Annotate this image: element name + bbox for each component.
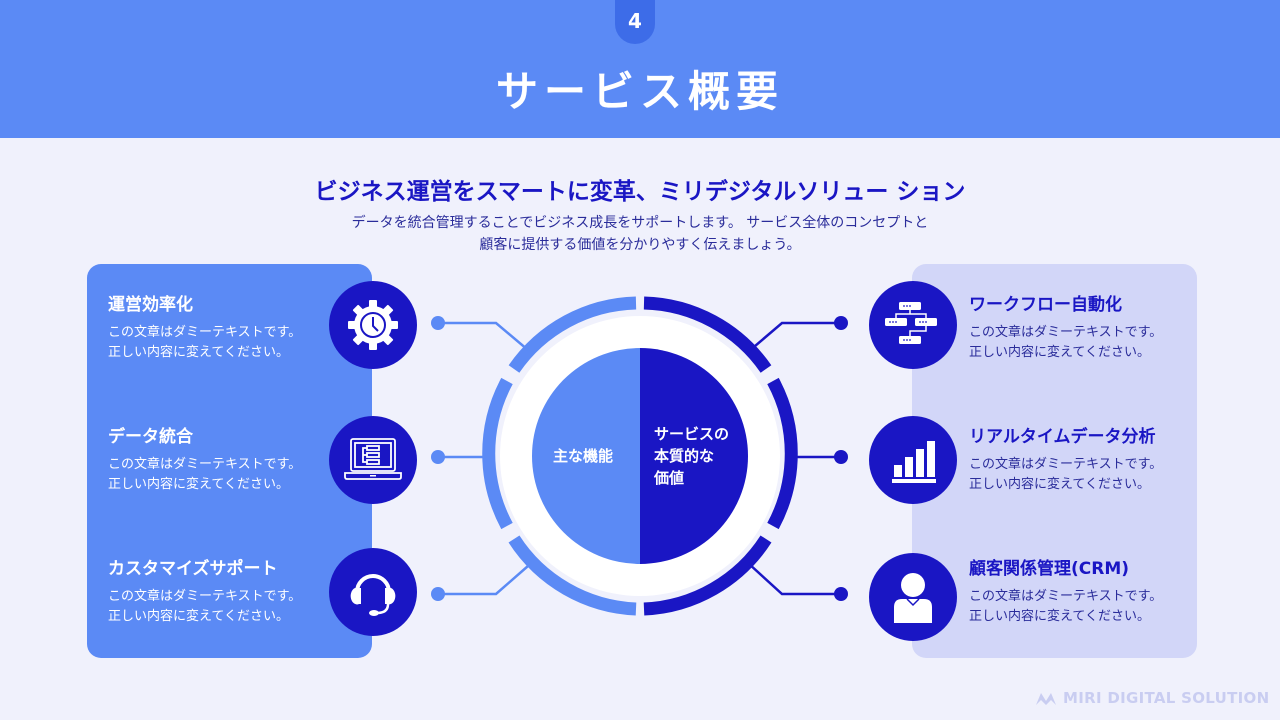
value-text-line-1: この文章はダミーテキストです。 <box>969 325 1163 340</box>
center-right-label: サービスの 本質的な 価値 <box>654 423 729 489</box>
feature-text-line-1: この文章はダミーテキストです。 <box>108 457 302 472</box>
feature-text-line-1: この文章はダミーテキストです。 <box>108 325 302 340</box>
value-title: ワークフロー自動化 <box>969 295 1122 315</box>
feature-title: カスタマイズサポート <box>108 559 278 579</box>
description-line-2: 顧客に提供する価値を分かりやすく伝えましょう。 <box>479 237 801 253</box>
value-title: リアルタイムデータ分析 <box>969 427 1156 447</box>
values-panel <box>912 264 1197 658</box>
section-subtitle: ビジネス運営をスマートに変革、ミリデジタルソリュー ション <box>314 179 966 205</box>
laptop-flowchart-icon <box>329 416 417 504</box>
page-number-badge: 4 <box>615 0 655 44</box>
feature-text-line-2: 正しい内容に変えてください。 <box>108 345 289 360</box>
features-panel <box>87 264 372 658</box>
page-title: サービス概要 <box>495 67 784 116</box>
feature-item-custom-support: カスタマイズサポート この文章はダミーテキストです。 正しい内容に変えてください… <box>108 554 338 627</box>
center-right-line-1: サービスの <box>654 425 730 443</box>
center-left-label: 主な機能 <box>553 447 614 465</box>
feature-text-line-1: この文章はダミーテキストです。 <box>108 589 302 604</box>
feature-title: データ統合 <box>108 427 193 447</box>
brand-footer: MIRI DIGITAL SOLUTION <box>1035 689 1269 707</box>
user-icon <box>869 553 957 641</box>
feature-item-efficiency: 運営効率化 この文章はダミーテキストです。 正しい内容に変えてください。 <box>108 290 338 363</box>
workflow-icon <box>869 281 957 369</box>
brand-name: MIRI DIGITAL SOLUTION <box>1063 689 1270 707</box>
description-line-1: データを統合管理することでビジネス成長をサポートします。 サービス全体のコンセプ… <box>351 215 929 231</box>
value-title: 顧客関係管理(CRM) <box>969 559 1130 579</box>
headset-icon <box>329 548 417 636</box>
center-right-line-2: 本質的な <box>654 447 715 465</box>
value-item-analytics: リアルタイムデータ分析 この文章はダミーテキストです。 正しい内容に変えてくださ… <box>969 422 1199 495</box>
gear-clock-icon <box>329 281 417 369</box>
brand-logo-icon <box>1036 693 1056 705</box>
value-text-line-1: この文章はダミーテキストです。 <box>969 589 1163 604</box>
center-right-line-3: 価値 <box>654 469 685 487</box>
feature-text-line-2: 正しい内容に変えてください。 <box>108 609 289 624</box>
value-item-crm: 顧客関係管理(CRM) この文章はダミーテキストです。 正しい内容に変えてくださ… <box>969 554 1199 627</box>
feature-item-data-integration: データ統合 この文章はダミーテキストです。 正しい内容に変えてください。 <box>108 422 338 495</box>
value-text-line-2: 正しい内容に変えてください。 <box>969 345 1150 360</box>
section-description: データを統合管理することでビジネス成長をサポートします。 サービス全体のコンセプ… <box>0 212 1280 256</box>
value-text-line-2: 正しい内容に変えてください。 <box>969 609 1150 624</box>
value-item-workflow: ワークフロー自動化 この文章はダミーテキストです。 正しい内容に変えてください。 <box>969 290 1199 363</box>
feature-title: 運営効率化 <box>108 295 193 315</box>
bar-chart-icon <box>869 416 957 504</box>
value-text-line-2: 正しい内容に変えてください。 <box>969 477 1150 492</box>
value-text-line-1: この文章はダミーテキストです。 <box>969 457 1163 472</box>
feature-text-line-2: 正しい内容に変えてください。 <box>108 477 289 492</box>
